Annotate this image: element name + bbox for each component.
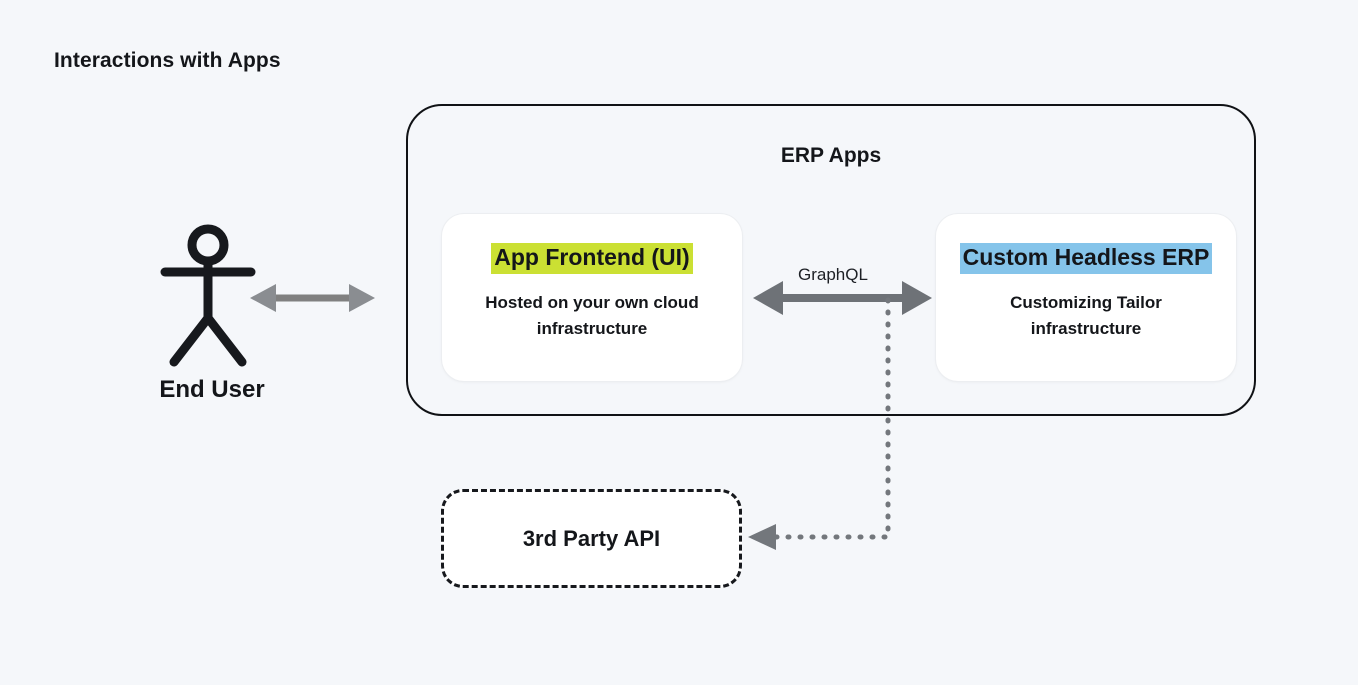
erp-apps-title: ERP Apps: [780, 144, 882, 167]
card-app-frontend[interactable]: App Frontend (UI) Hosted on your own clo…: [442, 214, 742, 381]
erp-apps-container: ERP Apps: [406, 104, 1256, 416]
card-custom-headless-erp-subtitle: Customizing Tailor infrastructure: [1010, 292, 1162, 339]
card-app-frontend-subtitle: Hosted on your own cloud infrastructure: [485, 292, 699, 339]
card-custom-headless-erp-heading: Custom Headless ERP: [959, 243, 1213, 274]
card-app-frontend-heading: App Frontend (UI): [491, 243, 693, 274]
page-title: Interactions with Apps: [54, 49, 281, 72]
third-party-api-label: 3rd Party API: [522, 525, 661, 551]
end-user-label: End User: [159, 376, 265, 403]
card-third-party-api[interactable]: 3rd Party API: [441, 489, 742, 588]
graphql-connector-label: GraphQL: [798, 265, 868, 284]
stick-figure-icon: [160, 224, 256, 367]
card-custom-headless-erp[interactable]: Custom Headless ERP Customizing Tailor i…: [936, 214, 1236, 381]
